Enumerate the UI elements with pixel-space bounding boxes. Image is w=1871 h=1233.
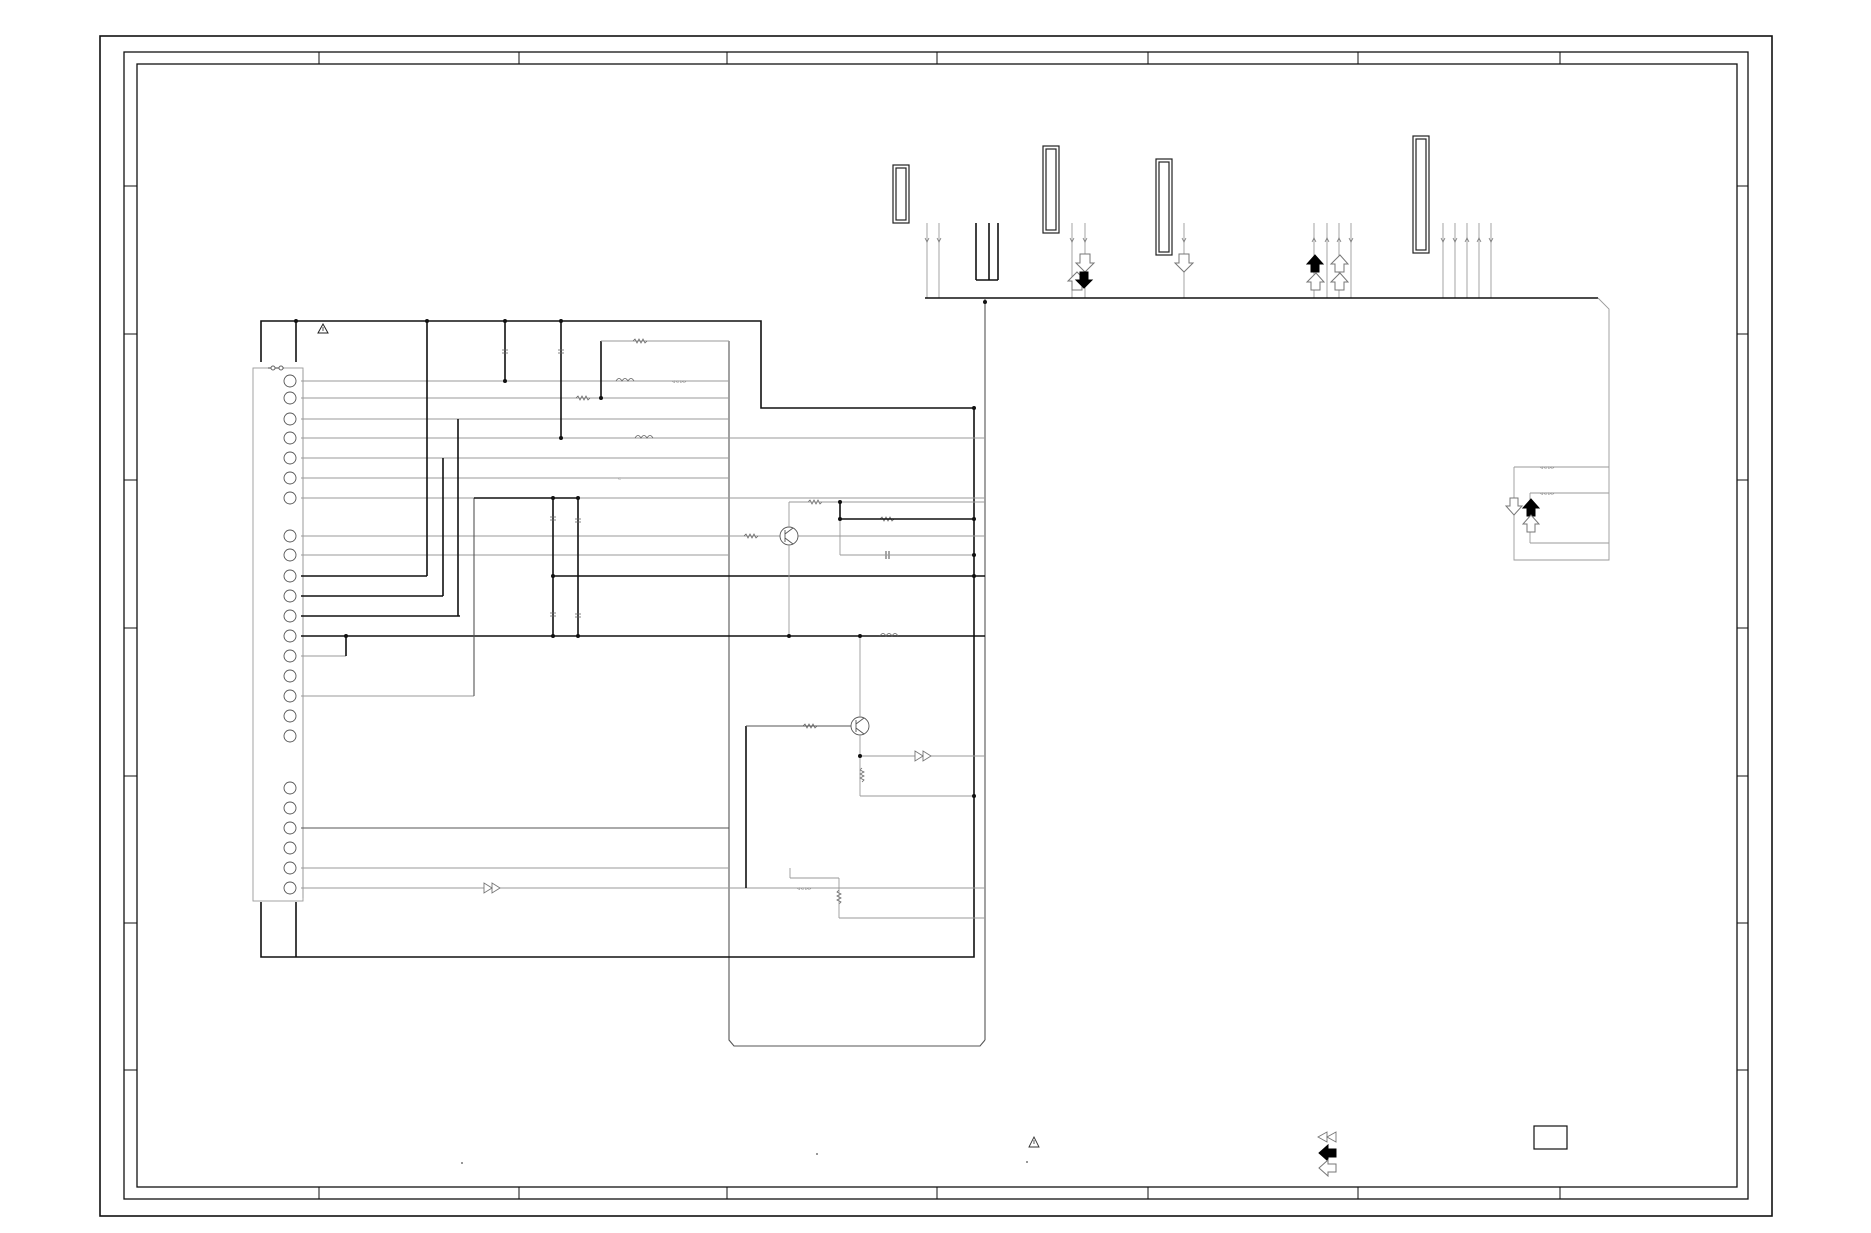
svg-text:⊲⊲ ⊳⊳: ⊲⊲ ⊳⊳ — [672, 379, 687, 384]
connector-pin-9 — [283, 548, 297, 562]
connector-pin-11 — [283, 589, 297, 603]
connector-pin-lower-3 — [283, 821, 297, 835]
connector-pin-7 — [283, 491, 297, 505]
connector-pin-lower-6 — [283, 881, 297, 895]
connector-pin-3 — [283, 412, 297, 426]
double-arrows — [483, 750, 932, 894]
middle-border — [123, 51, 1749, 1200]
hollow-up-arrow-icon — [1305, 272, 1326, 291]
connector-pin-12 — [283, 609, 297, 623]
double-arrow-icon — [483, 882, 501, 894]
zone-ticks-top — [318, 52, 1561, 64]
zone-ticks-left — [124, 185, 137, 1071]
resistor — [575, 395, 591, 401]
right-sub-block: ⊲⊲ ⊳⊳ ⊲⊲ ⊳⊳ — [1504, 465, 1609, 544]
double-arrow-icon — [1317, 1131, 1337, 1143]
main-bus — [728, 297, 1610, 1047]
connector-pin-14 — [283, 649, 297, 663]
connector-pin-4 — [283, 431, 297, 445]
solid-down-arrow-icon — [1074, 271, 1094, 289]
hollow-up-arrow-icon — [1329, 254, 1350, 273]
solid-up-arrow-icon — [1521, 498, 1541, 517]
solid-arrow-icon — [1318, 1143, 1337, 1163]
connector-pin-17 — [283, 709, 297, 723]
connector-pin-2 — [283, 391, 297, 405]
connector-1 — [892, 164, 910, 224]
pins-upper — [283, 374, 297, 743]
svg-text:⊂: ⊂ — [618, 476, 621, 481]
hollow-arrow-icon — [1318, 1158, 1337, 1178]
svg-text:⊲⊲ ⊳⊳: ⊲⊲ ⊳⊳ — [1540, 465, 1555, 470]
connector-pin-8 — [283, 529, 297, 543]
legend — [461, 1125, 1568, 1178]
connector-2 — [1042, 145, 1060, 234]
outer-border — [99, 35, 1773, 1217]
connector-pin-18 — [283, 729, 297, 743]
connector-pin-5 — [283, 451, 297, 465]
hollow-down-arrow-icon — [1074, 253, 1096, 273]
connector-pin-6 — [283, 471, 297, 485]
connector-pin-lower-2 — [283, 801, 297, 815]
connector-pin-15 — [283, 669, 297, 683]
left-block — [260, 320, 975, 958]
hollow-down-arrow-icon — [1173, 253, 1195, 273]
inductor — [615, 378, 635, 382]
double-arrow-icon — [914, 750, 932, 762]
inductor — [634, 435, 654, 439]
pin-signal-lines — [294, 319, 985, 889]
drawing-frame — [99, 35, 1773, 1217]
inner-border — [136, 63, 1738, 1188]
transistor-wiring — [745, 406, 985, 919]
zone-ticks-right — [1737, 185, 1748, 1071]
connector-pin-10 — [283, 569, 297, 583]
connector-3 — [1155, 158, 1173, 256]
solid-up-arrow-icon — [1305, 254, 1325, 273]
svg-text:⊲⊲ ⊳⊳: ⊲⊲ ⊳⊳ — [1540, 491, 1555, 496]
connector-pin-lower-4 — [283, 841, 297, 855]
zone-ticks-bottom — [318, 1187, 1561, 1199]
resistor — [632, 338, 648, 344]
connector-pin-13 — [283, 629, 297, 643]
top-connectors — [892, 135, 1430, 256]
hollow-down-arrow-icon — [1504, 497, 1524, 516]
connector-pin-lower-5 — [283, 861, 297, 875]
legend-box — [1533, 1125, 1568, 1150]
connector-pin-16 — [283, 689, 297, 703]
transistor-q1 — [779, 526, 799, 546]
top-signal-lines — [924, 223, 1494, 298]
pin-header — [252, 365, 304, 902]
pins-lower — [283, 781, 297, 895]
svg-text:⊲⊲ ⊳⊳: ⊲⊲ ⊳⊳ — [797, 886, 812, 891]
top-signal-arrows — [1066, 253, 1350, 291]
resistor — [743, 533, 759, 539]
left-component-labels: ⊲⊲ ⊳⊳ ⊂ ⊲⊲ ⊳⊳ — [618, 379, 812, 891]
hollow-up-arrow-icon — [1329, 272, 1350, 291]
connector-4 — [1412, 135, 1430, 254]
inductor — [879, 633, 899, 637]
resistor — [859, 767, 865, 783]
connector-pin-1 — [283, 374, 297, 388]
transistor-q2 — [850, 716, 870, 736]
hollow-up-arrow-icon — [1521, 514, 1541, 533]
connector-pin-lower-1 — [283, 781, 297, 795]
